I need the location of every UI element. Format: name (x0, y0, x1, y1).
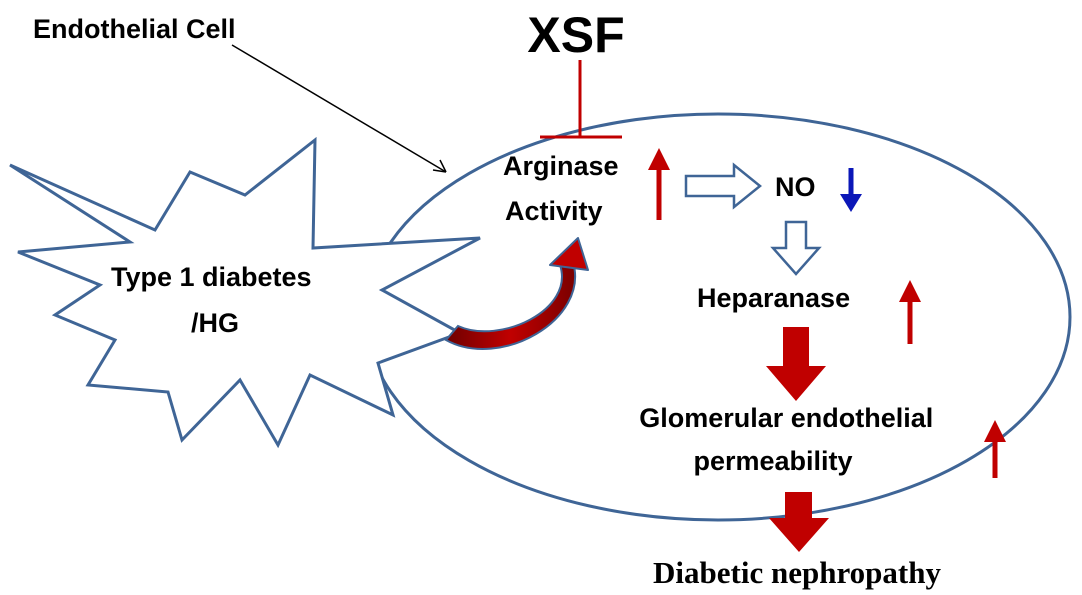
trigger-label: Type 1 diabetes /HG (111, 262, 319, 338)
heparanase-label: Heparanase (697, 283, 850, 313)
endothelial-cell-label: Endothelial Cell (33, 14, 236, 44)
solid-arrow-down-1 (766, 327, 826, 401)
no-label: NO (775, 172, 816, 202)
xsf-label: XSF (527, 7, 624, 63)
no-down-arrow (840, 168, 862, 212)
permeability-label: Glomerular endothelial permeability (639, 403, 941, 476)
heparanase-up-arrow (899, 280, 921, 344)
pointer-arrowhead (432, 159, 447, 173)
curved-arrow (444, 237, 589, 350)
inhibition-bar (540, 60, 622, 139)
solid-arrow-down-2 (769, 492, 829, 552)
arginase-up-arrow (648, 148, 670, 220)
hollow-arrow-down (770, 220, 822, 276)
arginase-label: Arginase Activity (503, 151, 626, 226)
outcome-label: Diabetic nephropathy (653, 555, 941, 590)
hollow-arrow-right (684, 162, 762, 210)
endothelial-cell-pointer (231, 44, 447, 173)
permeability-up-arrow (984, 420, 1006, 478)
diabetes-starburst (9, 136, 481, 449)
